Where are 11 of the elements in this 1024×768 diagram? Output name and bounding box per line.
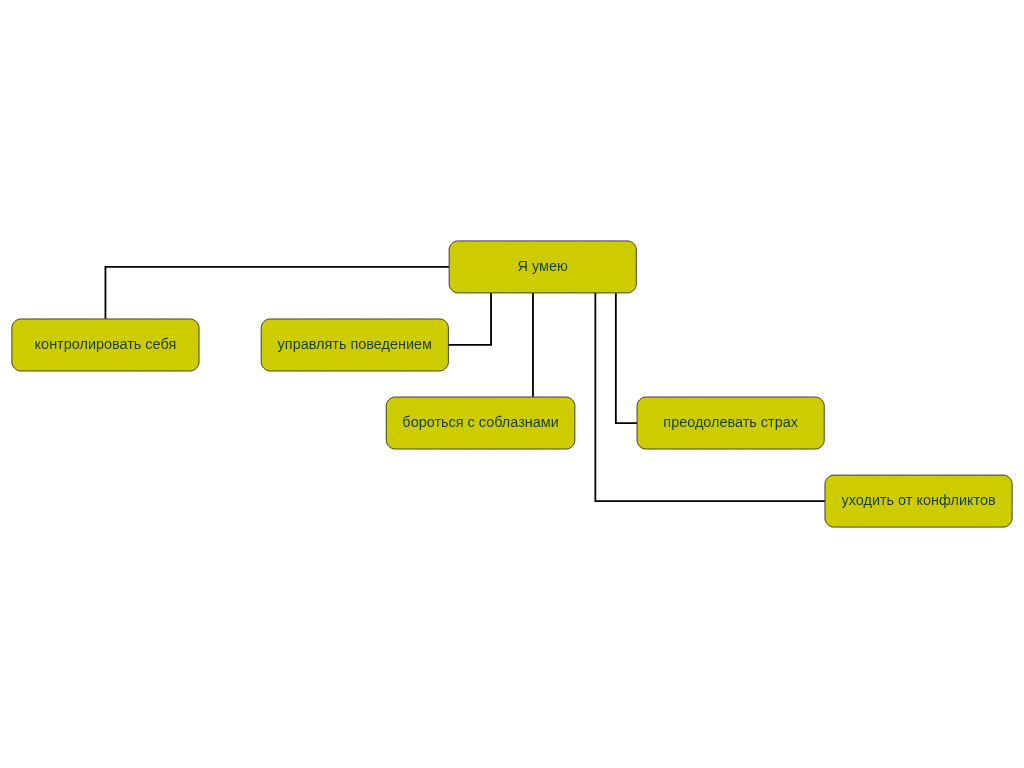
connector	[594, 292, 826, 502]
node-box: бороться с соблазнами	[385, 396, 576, 450]
node-box: уходить от конфликтов	[824, 474, 1013, 528]
node-box: Я умею	[448, 240, 637, 294]
connector	[614, 292, 638, 424]
node-box: контролировать себя	[11, 318, 200, 372]
connector	[104, 266, 450, 320]
node-box: управлять поведением	[260, 318, 449, 372]
connector	[447, 292, 492, 346]
connector	[532, 292, 534, 398]
node-box: преодолевать страх	[636, 396, 825, 450]
